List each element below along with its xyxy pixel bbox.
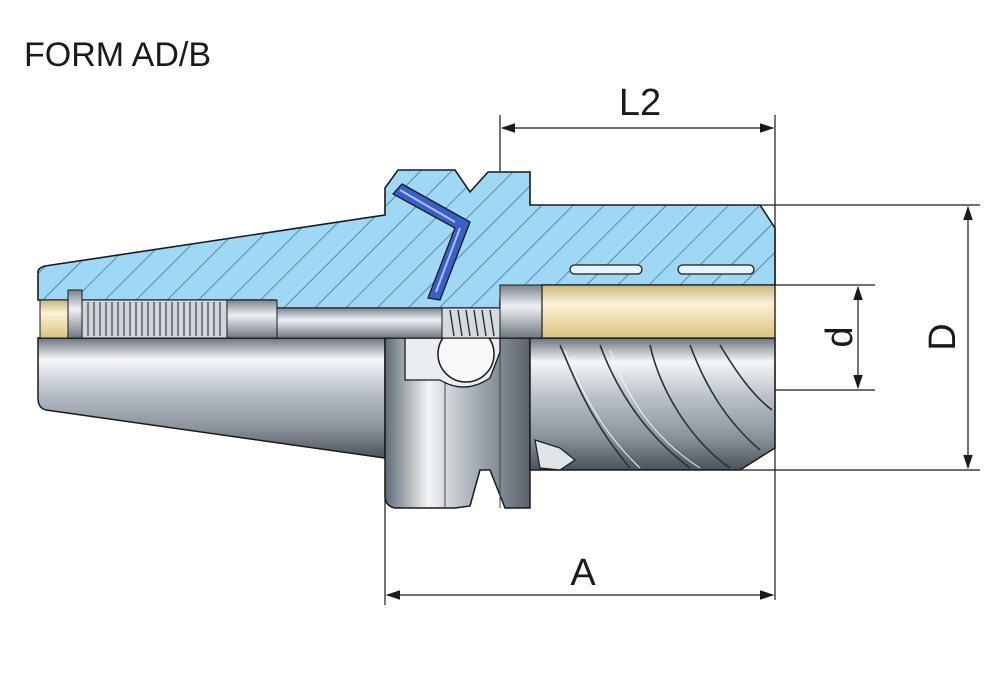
oblique-screw [391, 183, 471, 301]
dim-label-d: d [819, 326, 861, 347]
clamp-pin [534, 439, 577, 471]
dim-label-A: A [570, 552, 596, 594]
taper-shank [37, 337, 386, 459]
main-bore [541, 284, 776, 339]
dim-label-D: D [922, 323, 964, 350]
helical-grooves [559, 344, 773, 469]
inner-rod [226, 299, 278, 339]
dim-label-L2: L2 [619, 82, 661, 124]
drawing-title: FORM AD/B [24, 36, 212, 74]
bore-front [39, 299, 69, 339]
slot-1 [569, 264, 643, 275]
slot-2 [677, 264, 755, 275]
